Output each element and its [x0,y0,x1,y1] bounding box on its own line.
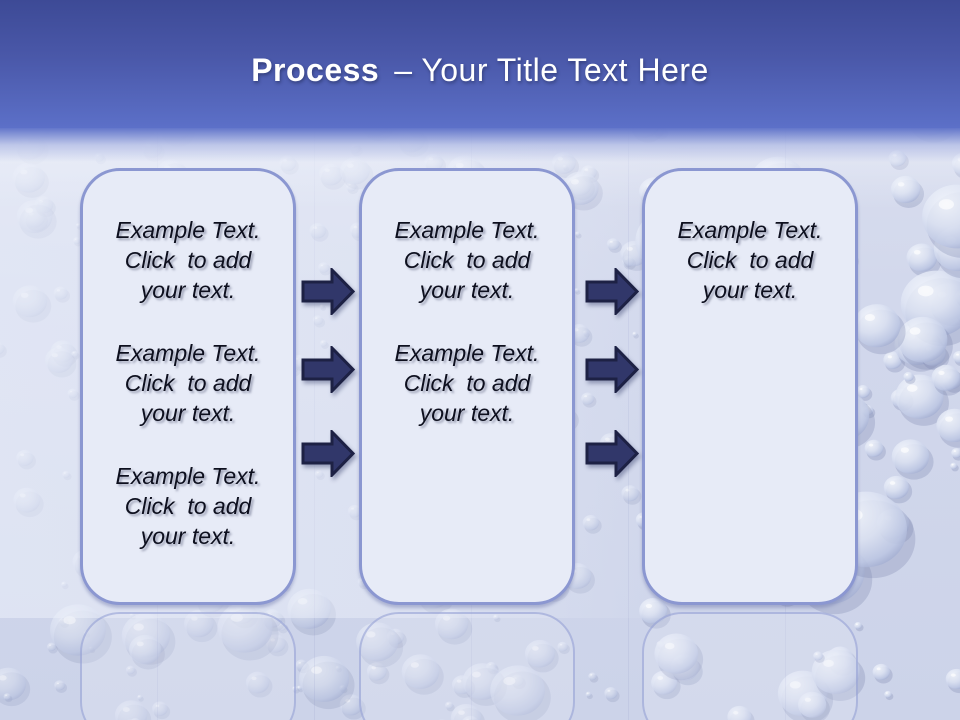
text-placeholder[interactable]: Example Text. Click to add your text. [651,215,849,305]
text-line: your text. [140,277,236,303]
title-bar [0,0,960,128]
text-placeholder[interactable]: Example Text. Click to add your text. [368,338,566,428]
text-line: Example Text. [394,340,540,366]
slide-title: Process – Your Title Text Here [0,52,960,88]
text-line: Example Text. [115,340,261,366]
text-placeholder[interactable]: Example Text. Click to add your text. [368,215,566,305]
slide-title-subtitle: – Your Title Text Here [394,52,709,88]
process-box-3[interactable]: Example Text. Click to add your text. [642,168,858,605]
text-line: Click to add [403,370,531,396]
text-line: Click to add [124,493,252,519]
slide-title-keyword: Process [251,52,380,88]
text-line: Click to add [686,247,814,273]
text-line: your text. [419,400,515,426]
text-line: Example Text. [394,217,540,243]
text-line: your text. [419,277,515,303]
box-reflection [359,612,575,720]
box-reflection [80,612,296,720]
right-block-arrow-icon [585,268,639,315]
right-block-arrow-icon [301,346,355,393]
process-box-2[interactable]: Example Text. Click to add your text. Ex… [359,168,575,605]
text-line: Click to add [124,247,252,273]
text-line: Example Text. [115,463,261,489]
right-block-arrow-icon [585,346,639,393]
title-bar-fade [0,128,960,162]
text-line: Example Text. [115,217,261,243]
text-line: Click to add [403,247,531,273]
right-block-arrow-icon [301,430,355,477]
text-line: your text. [140,523,236,549]
process-box-1[interactable]: Example Text. Click to add your text. Ex… [80,168,296,605]
text-placeholder[interactable]: Example Text. Click to add your text. [89,338,287,428]
process-box-3-content: Example Text. Click to add your text. [645,171,855,602]
right-block-arrow-icon [585,430,639,477]
text-placeholder[interactable]: Example Text. Click to add your text. [89,215,287,305]
text-line: Example Text. [677,217,823,243]
process-box-1-content: Example Text. Click to add your text. Ex… [83,171,293,602]
text-line: your text. [702,277,798,303]
right-block-arrow-icon [301,268,355,315]
box-reflection [642,612,858,720]
text-placeholder[interactable]: Example Text. Click to add your text. [89,461,287,551]
text-line: your text. [140,400,236,426]
text-line: Click to add [124,370,252,396]
process-box-2-content: Example Text. Click to add your text. Ex… [362,171,572,602]
